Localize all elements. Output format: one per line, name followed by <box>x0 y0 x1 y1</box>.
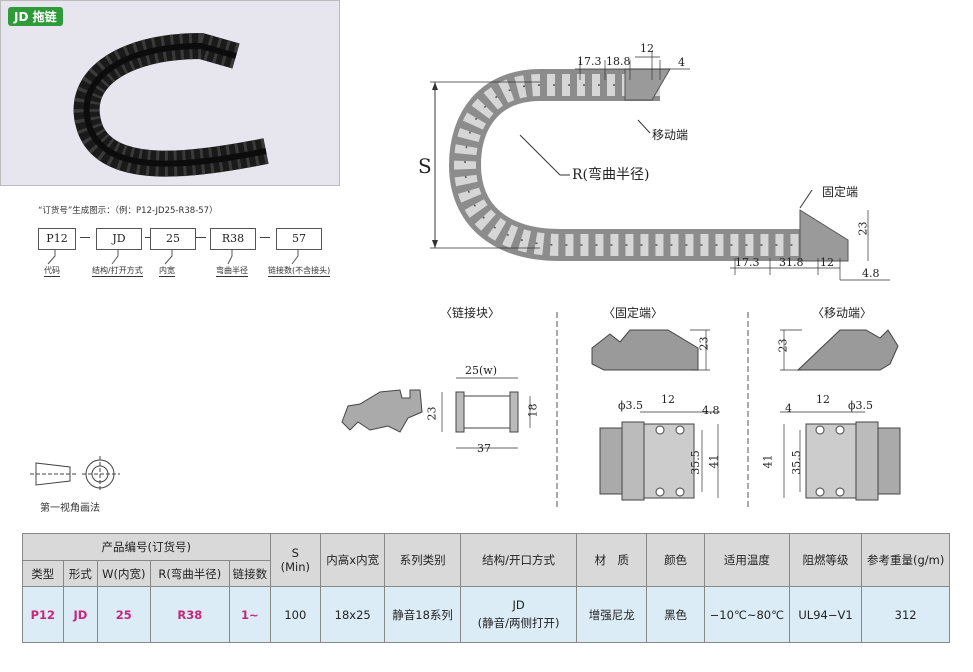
dim-text: 41 <box>761 454 775 469</box>
moving-end-label: 移动端 <box>652 128 689 142</box>
order-code-box: R38 <box>210 228 256 250</box>
header-structure: 结构/开口方式 <box>459 533 578 587</box>
dim-text: 31.8 <box>779 256 804 269</box>
cell-links: 1~ <box>229 586 271 643</box>
dim-text: 4 <box>678 56 685 69</box>
order-code-leaders <box>47 250 299 265</box>
order-code-label: 结构/打开方式 <box>92 266 143 277</box>
product-photo <box>0 0 340 186</box>
code-dash <box>80 237 90 238</box>
order-code-label: 弯曲半径 <box>216 266 248 277</box>
dim-text: 23 <box>776 338 790 353</box>
projection-label: 第一视角画法 <box>40 503 100 514</box>
cell-weight: 312 <box>861 586 950 643</box>
dim-text: 35.5 <box>789 450 803 475</box>
s-dimension: S <box>418 154 432 178</box>
cell-structure: JD (静音/两侧打开) <box>459 586 578 643</box>
dim-text: 41 <box>707 454 721 469</box>
header-material: 材 质 <box>576 533 648 587</box>
order-code-box: 25 <box>150 228 196 250</box>
fixed-end-drawing <box>591 329 720 501</box>
header-temperature: 适用温度 <box>703 533 790 587</box>
dim-text: 18 <box>526 403 540 418</box>
dim-text: 17.3 <box>735 256 760 269</box>
header-s-min: S (Min) <box>269 533 322 587</box>
cell-series: 静音18系列 <box>384 586 461 643</box>
structure-line-2: (静音/两侧打开) <box>477 616 560 630</box>
dim-text: 23 <box>425 406 439 421</box>
projection-symbol <box>30 456 120 492</box>
cell-material: 增强尼龙 <box>576 586 648 643</box>
header-weight: 参考重量(g/m) <box>861 533 950 587</box>
dim-text: 35.5 <box>688 450 702 475</box>
header-color: 颜色 <box>646 533 705 587</box>
order-code-label: 内宽 <box>159 266 175 277</box>
header-inner-size: 内高x内宽 <box>320 533 386 587</box>
order-code-box: 57 <box>276 228 322 250</box>
dim-text: 25(w) <box>465 364 497 377</box>
subheader-width: W(内宽) <box>97 560 151 587</box>
dim-text: 23 <box>697 336 711 351</box>
subheader-radius: R(弯曲半径) <box>149 560 231 587</box>
header-series: 系列类别 <box>384 533 461 587</box>
cell-form: JD <box>62 586 99 643</box>
cell-type: P12 <box>22 586 64 643</box>
order-example-caption: “订货号”生成图示：（例：P12-JD25-R38-57） <box>38 206 218 216</box>
link-block-drawing <box>341 377 531 449</box>
dim-text: 37 <box>477 442 491 455</box>
drag-chain-photo <box>73 32 269 177</box>
cell-flame-rating: UL94−V1 <box>788 586 863 643</box>
subheader-form: 形式 <box>62 560 99 587</box>
section-dividers <box>556 312 749 507</box>
dim-text: 4.8 <box>862 267 880 280</box>
structure-line-1: JD <box>512 598 525 612</box>
dim-text: 12 <box>640 42 654 55</box>
link-view-title: 〈链接块〉 <box>440 306 501 320</box>
dim-text: ϕ3.5 <box>618 399 643 412</box>
order-code-box: JD <box>96 228 142 250</box>
dim-text: 12 <box>816 393 830 406</box>
spec-table: 产品编号(订货号) S (Min) 内高x内宽 系列类别 结构/开口方式 材 质… <box>22 533 950 643</box>
order-code-label: 链接数(不含接头) <box>268 266 331 277</box>
bend-radius-label: R(弯曲半径) <box>572 167 650 183</box>
moving-end-drawing <box>780 329 901 501</box>
cell-s-min: 100 <box>269 586 322 643</box>
cell-color: 黑色 <box>646 586 705 643</box>
cell-width: 25 <box>97 586 151 643</box>
header-flame-rating: 阻燃等级 <box>788 533 863 587</box>
code-dash <box>196 237 206 238</box>
order-code-box: P12 <box>38 228 76 250</box>
cell-radius: R38 <box>149 586 231 643</box>
dim-text: 12 <box>661 393 675 406</box>
fixed-view-title: 〈固定端〉 <box>603 306 664 320</box>
dim-text: 4.8 <box>702 404 720 417</box>
code-dash <box>260 237 270 238</box>
table-row: P12 JD 25 R38 1~ 100 18x25 静音18系列 JD (静音… <box>22 586 950 643</box>
dim-text: 12 <box>820 256 834 269</box>
dim-text: 17.3 <box>577 55 602 68</box>
product-tag: JD 拖链 <box>8 7 63 26</box>
fixed-end-label: 固定端 <box>822 185 859 199</box>
dim-text: ϕ3.5 <box>848 399 873 412</box>
main-chain-drawing <box>430 52 890 281</box>
subheader-links: 链接数 <box>229 560 271 587</box>
dim-text: 18.8 <box>606 55 631 68</box>
moving-view-title: 〈移动端〉 <box>812 306 873 320</box>
dim-text: 4 <box>785 402 792 415</box>
product-code-header: 产品编号(订货号) <box>22 533 271 561</box>
subheader-type: 类型 <box>22 560 64 587</box>
dim-text: 23 <box>856 221 870 236</box>
cell-temperature: −10℃~80℃ <box>703 586 790 643</box>
cell-inner: 18x25 <box>320 586 386 643</box>
order-code-label: 代码 <box>44 266 60 277</box>
